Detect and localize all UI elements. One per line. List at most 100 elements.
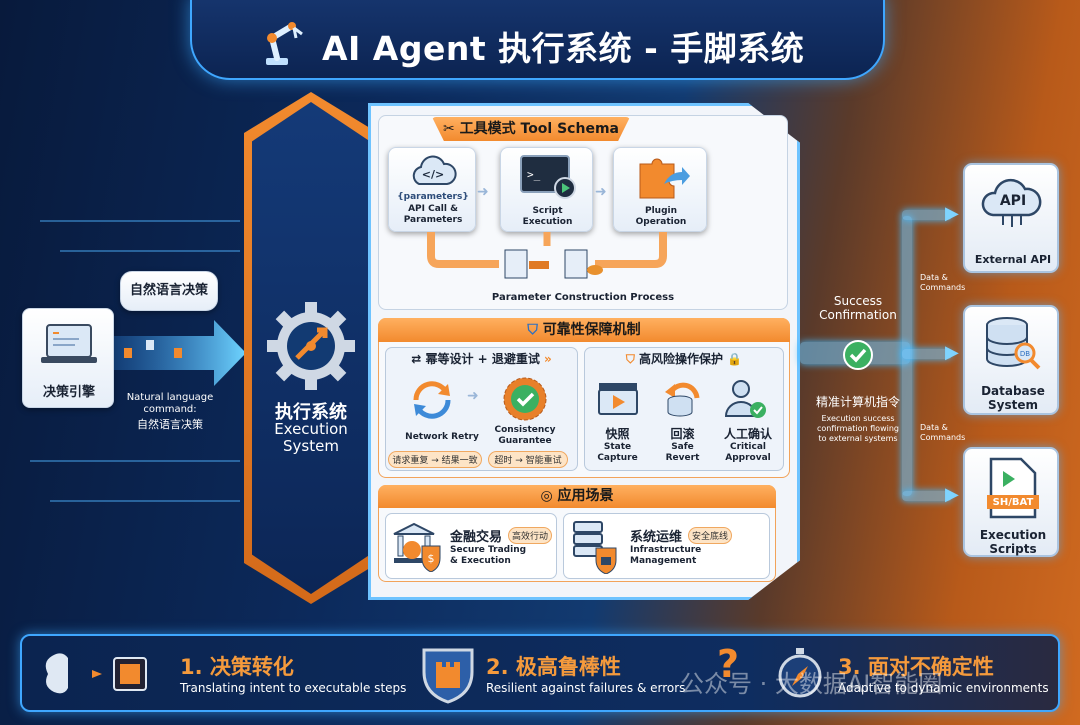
arrow-right-icon: ➜	[477, 184, 489, 200]
guarantee-badge-icon	[503, 377, 547, 421]
caption-line2: confirmation flowing	[817, 424, 899, 433]
ops-badge: 安全底线	[688, 527, 733, 544]
swap-icon: ⇄	[411, 352, 426, 366]
db-icon-text: DB	[1020, 350, 1030, 358]
decision-engine-label: 决策引擎	[42, 385, 95, 400]
title-banner	[190, 0, 885, 80]
execution-title-en2: System	[283, 437, 339, 455]
cloud-code-icon: </>	[412, 155, 457, 185]
retry-icon	[413, 381, 451, 419]
question-mark-icon: ?	[717, 642, 740, 686]
bubble-text: 自然语言决策	[129, 283, 208, 298]
script-label2: Execution	[522, 217, 573, 227]
puzzle-icon	[639, 158, 690, 199]
bank-shield-icon: $	[393, 522, 441, 572]
execution-scripts-box[interactable]: SH/BAT Execution Scripts	[963, 447, 1059, 557]
decision-engine-card: 决策引擎	[22, 308, 114, 408]
script-file-icon	[987, 457, 1039, 519]
revert-database-icon	[665, 382, 700, 417]
robot-arm-icon	[258, 16, 310, 68]
svg-text:$: $	[428, 552, 435, 565]
shield-check-icon: ⛉	[527, 322, 543, 338]
arrow-head-icon: ▶	[945, 342, 959, 363]
ops-zh: 系统运维	[630, 530, 683, 545]
svg-text:</>: </>	[422, 168, 444, 181]
circuit-line	[30, 460, 240, 462]
server-lock-icon	[573, 521, 617, 574]
data-commands-label: Data & Commands	[920, 423, 966, 442]
summary-2-title: 2. 极高鲁棒性	[486, 655, 621, 679]
approval-en2: Approval	[725, 453, 771, 463]
high-risk-title: ⛉ 高风险操作保护 🔒	[584, 350, 784, 367]
shield-lock-icon: ⛉	[625, 352, 640, 366]
success-confirmation-label: Success Confirmation	[819, 294, 897, 322]
circuit-line	[50, 500, 240, 502]
brain-to-chip-icon	[45, 653, 147, 694]
execution-title-en1: Execution	[274, 420, 348, 438]
api-call-label: API Call &	[408, 204, 458, 214]
command-caption: Natural language command:	[126, 392, 214, 415]
rollback-en1: Safe	[671, 442, 694, 452]
castle-shield-icon	[422, 648, 474, 704]
arrow-right-icon: ➜	[467, 388, 479, 404]
external-api-label: External API	[974, 253, 1052, 266]
page-title: AI Agent 执行系统 - 手脚系统	[322, 29, 805, 68]
watermark: 公众号 · 大数据AI智能圈	[680, 670, 943, 698]
database-box[interactable]: DB Database System	[963, 305, 1059, 415]
precise-instruction-label: 精准计算机指令	[815, 395, 900, 409]
data-commands-label: Data & Commands	[920, 273, 966, 292]
approval-en1: Critical	[729, 442, 766, 452]
pipe-to-db	[902, 349, 952, 359]
success-check-icon	[843, 340, 873, 370]
script-label: Script	[532, 206, 563, 216]
command-arrow-icon	[114, 320, 246, 386]
finance-en2: & Execution	[450, 556, 511, 566]
compass-icon: ◎	[540, 488, 558, 504]
circuit-line	[60, 250, 240, 252]
scenarios-title: 应用场景	[557, 488, 614, 504]
parameter-flow-diagram	[427, 232, 667, 279]
reliability-header: ⛉ 可靠性保障机制	[378, 318, 790, 342]
approval-zh: 人工确认	[723, 427, 772, 441]
finance-en1: Secure Trading	[450, 545, 527, 555]
sh-bat-label: SH/BAT	[992, 497, 1034, 508]
database-search-icon: DB	[986, 317, 1041, 370]
summary-1-title: 1. 决策转化	[180, 655, 294, 679]
scripts-label2: Scripts	[989, 542, 1037, 556]
plugin-label2: Operation	[635, 217, 687, 227]
snapshot-en2: Capture	[597, 453, 638, 463]
finance-zh: 金融交易	[450, 530, 503, 545]
pill-timeout-retry: 超时 → 智能重试	[488, 451, 568, 468]
scripts-label1: Execution	[979, 528, 1047, 542]
database-label1: Database	[981, 384, 1045, 398]
summary-2-sub: Resilient against failures & errors	[486, 681, 686, 695]
user-approval-icon	[724, 380, 766, 418]
arrow-head-icon: ▶	[945, 484, 959, 505]
rollback-en2: Revert	[665, 453, 700, 463]
parameter-process-label: Parameter Construction Process	[491, 292, 675, 303]
scenarios-header: ◎ 应用场景	[378, 485, 776, 508]
arrow-right-icon: ➜	[595, 184, 607, 200]
plugin-label: Plugin	[644, 206, 678, 216]
tool-card-plugin: Plugin Operation	[613, 147, 707, 232]
network-retry-label: Network Retry	[405, 432, 479, 442]
pipe-to-api	[902, 210, 952, 220]
idempotent-title-text: 幂等设计 + 退避重试	[425, 352, 540, 366]
tool-schema-header: ✂ 工具模式 Tool Schema	[432, 117, 630, 141]
snapshot-en1: State	[603, 442, 632, 452]
api-call-label2: Parameters	[403, 215, 463, 225]
reliability-title: 可靠性保障机制	[542, 322, 641, 338]
tool-card-script: >_ Script Execution	[500, 147, 593, 232]
terminal-icon: >_	[520, 155, 576, 199]
finance-badge: 高效行动	[508, 527, 553, 544]
api-cloud-icon	[981, 178, 1042, 227]
pipe-to-scripts	[902, 491, 952, 501]
external-api-box[interactable]: API External API	[963, 163, 1059, 273]
speech-bubble: 自然语言决策	[120, 271, 218, 311]
command-caption-zh: 自然语言决策	[137, 418, 203, 431]
summary-3-title: 3. 面对不确定性	[838, 655, 994, 679]
execution-title-zh: 执行系统	[275, 402, 347, 423]
snapshot-zh: 快照	[605, 427, 630, 441]
lock-icon: 🔒	[723, 352, 743, 366]
svg-text:>_: >_	[527, 168, 541, 181]
